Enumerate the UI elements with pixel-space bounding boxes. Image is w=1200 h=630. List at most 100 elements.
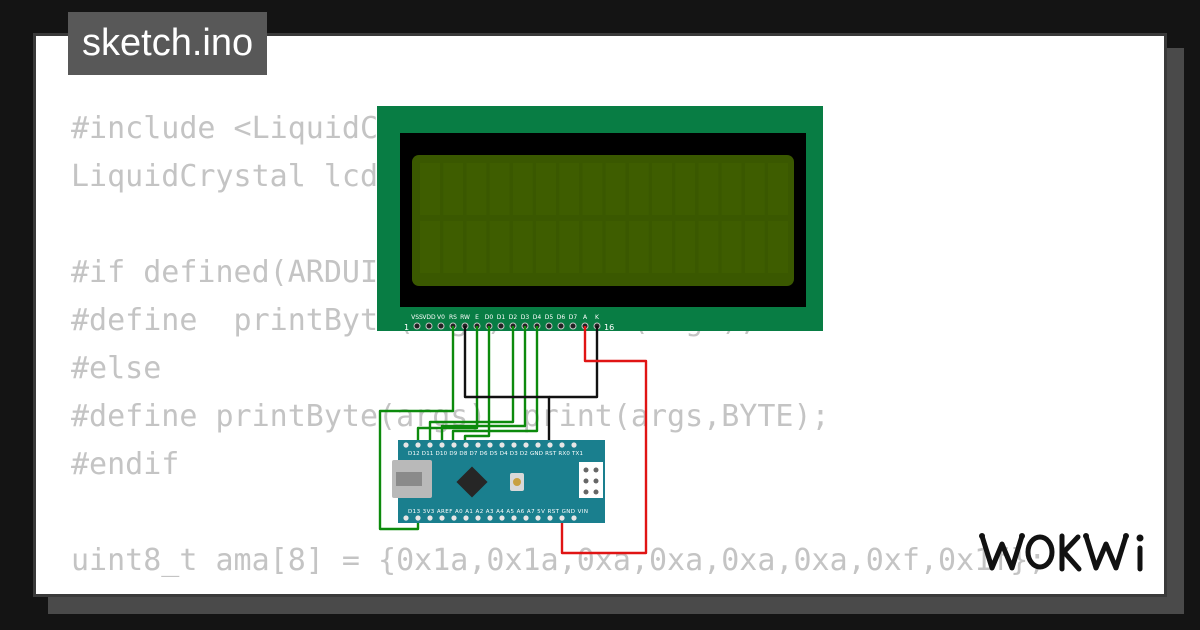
lcd-cell	[559, 163, 580, 215]
lcd-cell	[721, 221, 742, 273]
lcd-cell	[536, 221, 556, 273]
lcd-cell	[489, 163, 510, 215]
lcd-pin[interactable]	[413, 322, 421, 330]
nano-top-pin[interactable]	[547, 442, 553, 448]
lcd-first-pin-label: 1	[404, 323, 409, 332]
wokwi-logo-mark	[979, 533, 1144, 572]
lcd-pin-label: D6	[557, 314, 566, 321]
lcd-cell	[675, 221, 696, 273]
lcd-cell	[628, 221, 649, 273]
wire-k-gnd[interactable]	[549, 326, 599, 399]
lcd-cell	[420, 163, 440, 215]
lcd-cell	[698, 221, 719, 273]
lcd-pin-label: RS	[449, 314, 457, 321]
nano-bottom-pin[interactable]	[535, 515, 541, 521]
nano-bottom-pin[interactable]	[487, 515, 493, 521]
lcd-pin-label: D4	[533, 314, 542, 321]
nano-bottom-pin[interactable]	[451, 515, 457, 521]
mcu-chip	[456, 466, 488, 498]
lcd-pin-label: D0	[485, 314, 494, 321]
lcd-pin-label: K	[595, 314, 600, 321]
nano-top-pin[interactable]	[559, 442, 565, 448]
wire-rw-gnd[interactable]	[463, 326, 551, 445]
nano-top-pin[interactable]	[571, 442, 577, 448]
nano-bottom-pin[interactable]	[415, 515, 421, 521]
wires	[378, 326, 648, 555]
code-line: uint8_t ard[8] = {0x0,0x0,0x0,0x0,0x0,0x…	[71, 585, 1101, 594]
arduino-nano[interactable]: D12 D11 D10 D9 D8 D7 D6 D5 D4 D3 D2 GND …	[392, 440, 605, 523]
lcd-character-grid	[420, 163, 788, 273]
nano-top-pin[interactable]	[499, 442, 505, 448]
wire-d2[interactable]	[428, 326, 515, 445]
lcd-pin-label: D7	[569, 314, 578, 321]
lcd-pin[interactable]	[425, 322, 433, 330]
lcd-pin-label: VSS	[411, 314, 423, 321]
nano-bottom-pin[interactable]	[523, 515, 529, 521]
nano-bottom-pin[interactable]	[475, 515, 481, 521]
lcd-cell	[721, 163, 742, 215]
lcd-cell	[582, 221, 603, 273]
lcd-cell	[489, 221, 510, 273]
nano-bottom-pin[interactable]	[439, 515, 445, 521]
lcd-cell	[744, 163, 765, 215]
lcd-cell	[559, 221, 580, 273]
lcd-pin-label: D1	[497, 314, 506, 321]
nano-top-pin[interactable]	[535, 442, 541, 448]
lcd-cell	[768, 221, 788, 273]
nano-top-pin[interactable]	[403, 442, 409, 448]
lcd-pin[interactable]	[557, 322, 565, 330]
nano-top-pin[interactable]	[487, 442, 493, 448]
lcd-cell	[582, 163, 603, 215]
nano-bottom-pin[interactable]	[511, 515, 517, 521]
nano-bottom-pin[interactable]	[499, 515, 505, 521]
file-tab[interactable]: sketch.ino	[68, 12, 268, 75]
lcd-cell	[652, 221, 672, 273]
nano-top-pin[interactable]	[511, 442, 517, 448]
lcd-cell	[443, 163, 464, 215]
lcd-pin-label: V0	[437, 314, 445, 321]
lcd-cell	[675, 163, 696, 215]
lcd-pin-label: RW	[460, 314, 470, 321]
wire-d3[interactable]	[440, 326, 527, 445]
lcd-cell	[605, 221, 626, 273]
nano-top-pin[interactable]	[415, 442, 421, 448]
lcd-pin[interactable]	[545, 322, 553, 330]
nano-bottom-pin[interactable]	[427, 515, 433, 521]
nano-pin-headers	[403, 442, 577, 521]
nano-top-pin-labels: D12 D11 D10 D9 D8 D7 D6 D5 D4 D3 D2 GND …	[408, 451, 583, 457]
icsp-header	[579, 462, 603, 498]
nano-top-pin[interactable]	[463, 442, 469, 448]
nano-bottom-pin[interactable]	[547, 515, 553, 521]
nano-bottom-pin[interactable]	[571, 515, 577, 521]
nano-top-pin[interactable]	[523, 442, 529, 448]
lcd-cell	[536, 163, 556, 215]
lcd-pin[interactable]	[497, 322, 505, 330]
nano-top-pin[interactable]	[451, 442, 457, 448]
nano-top-pin[interactable]	[475, 442, 481, 448]
lcd-pin-label: D3	[521, 314, 530, 321]
lcd-cell	[605, 163, 626, 215]
wire-a-5v[interactable]	[560, 326, 648, 555]
wire-rs[interactable]	[378, 326, 455, 531]
lcd-cell	[768, 163, 788, 215]
lcd-pin-label: A	[583, 314, 588, 321]
lcd-pin[interactable]	[437, 322, 445, 330]
lcd-cell	[698, 163, 719, 215]
lcd-cell	[744, 221, 765, 273]
lcd-cell	[466, 221, 487, 273]
code-line: uint8_t ama[8] = {0x1a,0x1a,0xa,0xa,0xa,…	[71, 543, 1047, 578]
wokwi-logo	[978, 528, 1150, 578]
nano-top-pin[interactable]	[439, 442, 445, 448]
nano-top-pin[interactable]	[427, 442, 433, 448]
lcd-pin[interactable]	[569, 322, 577, 330]
wire-d4[interactable]	[451, 326, 539, 445]
nano-bottom-pin[interactable]	[463, 515, 469, 521]
nano-bottom-pin[interactable]	[403, 515, 409, 521]
nano-bottom-pin[interactable]	[559, 515, 565, 521]
code-line: #else	[71, 351, 162, 386]
file-tab-label: sketch.ino	[82, 22, 254, 64]
wire-e[interactable]	[416, 326, 479, 445]
